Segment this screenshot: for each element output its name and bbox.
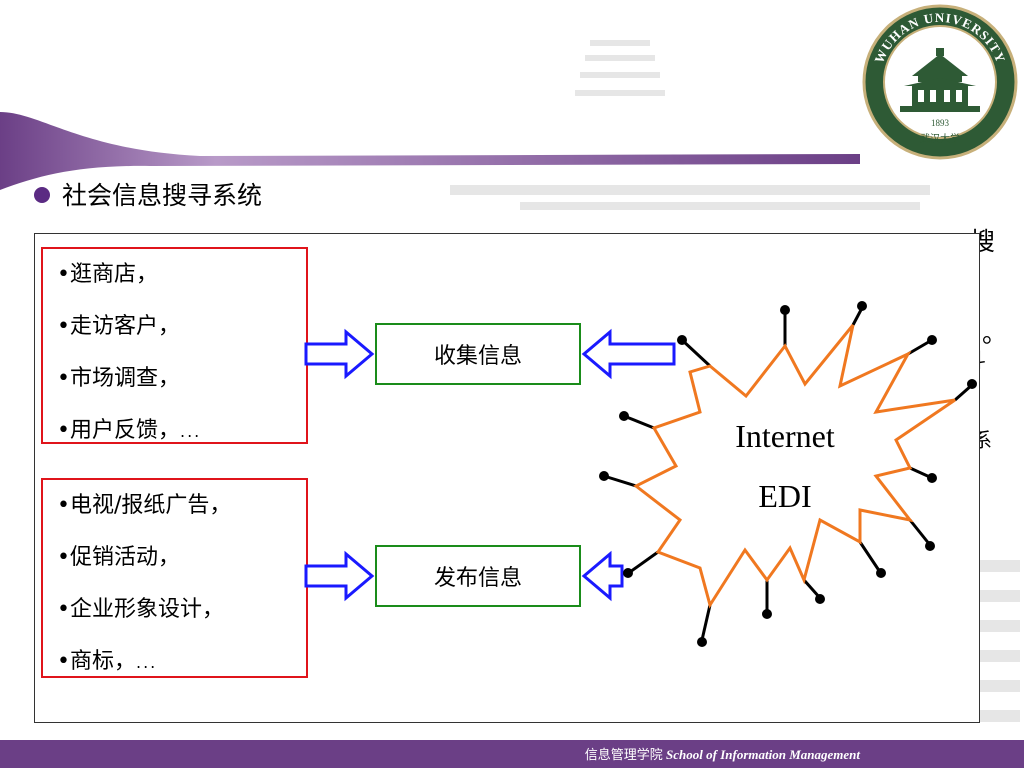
logo-calligraphy: 武汉大学 bbox=[920, 132, 960, 145]
ellipsis: ... bbox=[179, 422, 202, 441]
footer-cn: 信息管理学院 bbox=[584, 747, 663, 762]
footer-text: 信息管理学院 School of Information Management bbox=[585, 744, 860, 763]
list-item: •用户反馈，... bbox=[57, 405, 306, 458]
collect-sources-box: •逛商店， •走访客户， •市场调查， •用户反馈，... bbox=[41, 247, 308, 444]
heading-bullet: 社会信息搜寻系统 bbox=[34, 176, 262, 212]
publish-info-box: 发布信息 bbox=[375, 545, 581, 607]
footer-en: School of Information Management bbox=[666, 747, 860, 762]
footer-bar bbox=[0, 740, 1024, 768]
publish-channels-box: •电视/报纸广告， •促销活动， •企业形象设计， •商标，... bbox=[41, 478, 308, 678]
list-item: •商标，... bbox=[57, 636, 306, 689]
list-item-text: •商标， bbox=[57, 649, 136, 674]
list-item: •逛商店， bbox=[57, 262, 158, 287]
network-label-edi: EDI bbox=[758, 478, 812, 514]
list-item-text: •用户反馈， bbox=[57, 418, 180, 443]
faded-building-decoration bbox=[450, 40, 1020, 722]
fragment-2: 。 bbox=[982, 319, 1008, 348]
collect-info-box: 收集信息 bbox=[375, 323, 581, 385]
list-item: •市场调查， bbox=[57, 366, 180, 391]
network-label-internet: Internet bbox=[735, 418, 835, 454]
bullet-dot-icon bbox=[34, 187, 50, 203]
ellipsis: ... bbox=[135, 653, 158, 672]
list-item: •促销活动， bbox=[57, 545, 180, 570]
university-logo: WUHAN UNIVERSITY 1893 武汉大学 bbox=[862, 4, 1018, 160]
list-item: •电视/报纸广告， bbox=[57, 493, 232, 518]
logo-year: 1893 bbox=[931, 118, 950, 128]
list-item: •走访客户， bbox=[57, 314, 180, 339]
list-item: •企业形象设计， bbox=[57, 597, 224, 622]
heading-text: 社会信息搜寻系统 bbox=[62, 181, 263, 210]
